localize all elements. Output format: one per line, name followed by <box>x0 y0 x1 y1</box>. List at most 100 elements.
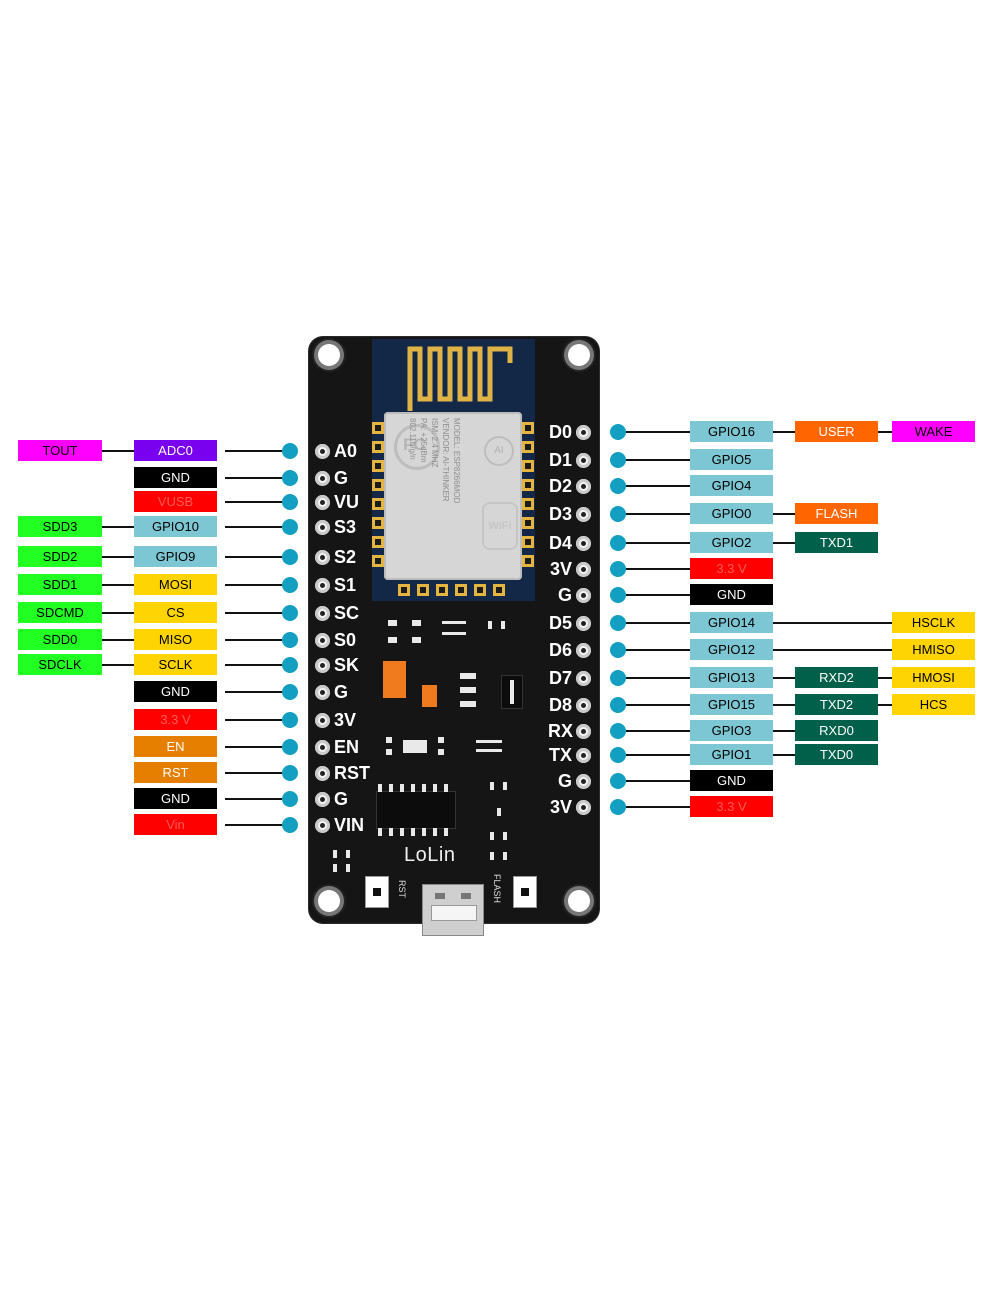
flash-button[interactable] <box>513 876 537 908</box>
pin-name: S0 <box>334 630 357 650</box>
pin-name: G <box>557 585 572 605</box>
pin-name: 3V <box>334 710 357 730</box>
leader-line <box>773 677 795 679</box>
pin-label-hcs: HCS <box>892 694 975 715</box>
castellation <box>372 536 384 548</box>
smd-part <box>333 850 337 858</box>
connector-dot-icon <box>282 817 298 833</box>
pin-pad-icon[interactable] <box>576 562 591 577</box>
castellation <box>372 479 384 491</box>
pin-label-gpio16: GPIO16 <box>690 421 773 442</box>
pin-name: D4 <box>548 533 572 553</box>
pin-label-user: USER <box>795 421 878 442</box>
pin-pad-icon[interactable] <box>315 578 330 593</box>
pin-pad-icon[interactable] <box>315 520 330 535</box>
pin-pad-icon[interactable] <box>576 698 591 713</box>
pin-pad-icon[interactable] <box>315 471 330 486</box>
smd-part <box>412 620 421 626</box>
pin-pad-icon[interactable] <box>315 740 330 755</box>
leader-line <box>878 431 892 433</box>
pin-name: G <box>334 468 349 488</box>
pin-pad-icon[interactable] <box>576 479 591 494</box>
pin-label-3-3-v: 3.3 V <box>690 796 773 817</box>
pin-pad-icon[interactable] <box>576 453 591 468</box>
pin-pad-icon[interactable] <box>315 766 330 781</box>
pin-pad-icon[interactable] <box>576 774 591 789</box>
pin-name: G <box>557 771 572 791</box>
connector-dot-icon <box>282 765 298 781</box>
antenna-trace-icon <box>407 346 513 411</box>
connector-dot-icon <box>282 577 298 593</box>
smd-part <box>503 852 507 860</box>
pin-label-rxd0: RXD0 <box>795 720 878 741</box>
leader-line <box>773 622 892 624</box>
castellation <box>372 460 384 472</box>
smd-part <box>333 864 337 872</box>
leader-line <box>225 772 282 774</box>
micro-usb-port[interactable] <box>422 884 484 936</box>
pin-pad-icon[interactable] <box>315 633 330 648</box>
smd-part <box>438 737 444 743</box>
leader-line <box>102 450 134 452</box>
smd-part <box>460 673 476 679</box>
mount-hole-bottom-right <box>568 890 590 912</box>
regulator <box>383 661 406 698</box>
pin-pad-icon[interactable] <box>315 713 330 728</box>
pin-pad-icon[interactable] <box>315 685 330 700</box>
pin-name: D8 <box>548 695 572 715</box>
smd-part <box>386 749 392 755</box>
ai-logo-icon: AI <box>484 436 514 466</box>
pin-pad-icon[interactable] <box>315 444 330 459</box>
pin-name: G <box>334 682 349 702</box>
pin-pad-icon[interactable] <box>576 536 591 551</box>
pin-pad-icon[interactable] <box>315 550 330 565</box>
pin-pad-icon[interactable] <box>315 818 330 833</box>
capacitor <box>422 685 437 707</box>
leader-line <box>225 664 282 666</box>
pin-pad-icon[interactable] <box>576 616 591 631</box>
connector-dot-icon <box>282 657 298 673</box>
pin-label-gpio0: GPIO0 <box>690 503 773 524</box>
castellation <box>455 584 467 596</box>
pin-label-mosi: MOSI <box>134 574 217 595</box>
pin-label-txd1: TXD1 <box>795 532 878 553</box>
leader-line <box>225 501 282 503</box>
pin-pad-icon[interactable] <box>315 792 330 807</box>
pin-name: D5 <box>548 613 572 633</box>
pin-pad-icon[interactable] <box>576 588 591 603</box>
connector-dot-icon <box>610 424 626 440</box>
leader-line <box>626 754 690 756</box>
rst-button[interactable] <box>365 876 389 908</box>
leader-line <box>773 730 795 732</box>
smd-part <box>346 850 350 858</box>
chip-pins <box>378 784 452 792</box>
pin-label-3-3-v: 3.3 V <box>690 558 773 579</box>
leader-line <box>626 568 690 570</box>
pin-pad-icon[interactable] <box>576 643 591 658</box>
castellation <box>522 536 534 548</box>
leader-line <box>626 431 690 433</box>
castellation <box>522 555 534 567</box>
pin-label-adc0: ADC0 <box>134 440 217 461</box>
leader-line <box>773 704 795 706</box>
smd-part <box>476 749 502 752</box>
leader-line <box>102 526 134 528</box>
pin-name: VIN <box>334 815 365 835</box>
pin-pad-icon[interactable] <box>576 671 591 686</box>
pin-pad-icon[interactable] <box>315 658 330 673</box>
pin-label-hmosi: HMOSI <box>892 667 975 688</box>
pin-pad-icon[interactable] <box>576 425 591 440</box>
pin-pad-icon[interactable] <box>576 748 591 763</box>
pin-pad-icon[interactable] <box>576 724 591 739</box>
smd-part <box>490 832 494 840</box>
pin-pad-icon[interactable] <box>315 495 330 510</box>
pin-label-gnd: GND <box>690 770 773 791</box>
leader-line <box>626 513 690 515</box>
pin-name: D7 <box>548 668 572 688</box>
pin-pad-icon[interactable] <box>576 507 591 522</box>
castellation <box>522 460 534 472</box>
pin-pad-icon[interactable] <box>576 800 591 815</box>
smd-part <box>386 737 392 743</box>
pin-pad-icon[interactable] <box>315 606 330 621</box>
